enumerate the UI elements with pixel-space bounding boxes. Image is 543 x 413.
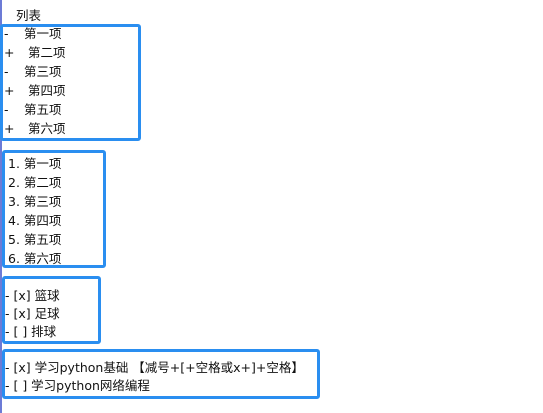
ordered-list-item: 5. 第五项 <box>8 232 62 247</box>
list-marker: + <box>4 45 15 60</box>
list-marker: - <box>4 64 9 79</box>
ordered-list-item: 6. 第六项 <box>8 251 62 266</box>
list-item: + 第六项 <box>4 119 66 138</box>
checklist-item: - [x] 篮球 <box>5 288 60 303</box>
page-heading: 列表 <box>16 8 42 23</box>
ordered-list-highlight-box <box>2 150 106 268</box>
list-item-label: 第三项 <box>24 64 62 79</box>
list-item: -第一项 <box>4 24 62 43</box>
task-list-item: - [ ] 学习python网络编程 <box>5 378 150 393</box>
list-item: -第三项 <box>4 62 62 81</box>
ordered-list-item: 3. 第三项 <box>8 194 62 209</box>
checklist-item: - [ ] 排球 <box>5 324 57 339</box>
list-item: -第五项 <box>4 100 62 119</box>
ordered-list-item: 2. 第二项 <box>8 175 62 190</box>
ordered-list-item: 4. 第四项 <box>8 213 62 228</box>
list-item-label: 第一项 <box>24 26 62 41</box>
task-list-highlight-box <box>2 349 320 399</box>
list-item-label: 第五项 <box>24 102 62 117</box>
list-marker: - <box>4 26 9 41</box>
left-border-rule <box>0 0 2 413</box>
list-item-label: 第二项 <box>28 45 66 60</box>
list-item: + 第四项 <box>4 81 66 100</box>
list-item-label: 第六项 <box>28 121 66 136</box>
checklist-highlight-box <box>2 276 101 344</box>
task-list-item: - [x] 学习python基础 【减号+[+空格或x+]+空格】 <box>5 360 304 375</box>
list-item: + 第二项 <box>4 43 66 62</box>
list-marker: + <box>4 83 15 98</box>
ordered-list-item: 1. 第一项 <box>8 156 62 171</box>
list-marker: - <box>4 102 9 117</box>
checklist-item: - [x] 足球 <box>5 306 60 321</box>
list-item-label: 第四项 <box>28 83 66 98</box>
unordered-list-highlight-box <box>0 24 141 141</box>
list-marker: + <box>4 121 15 136</box>
